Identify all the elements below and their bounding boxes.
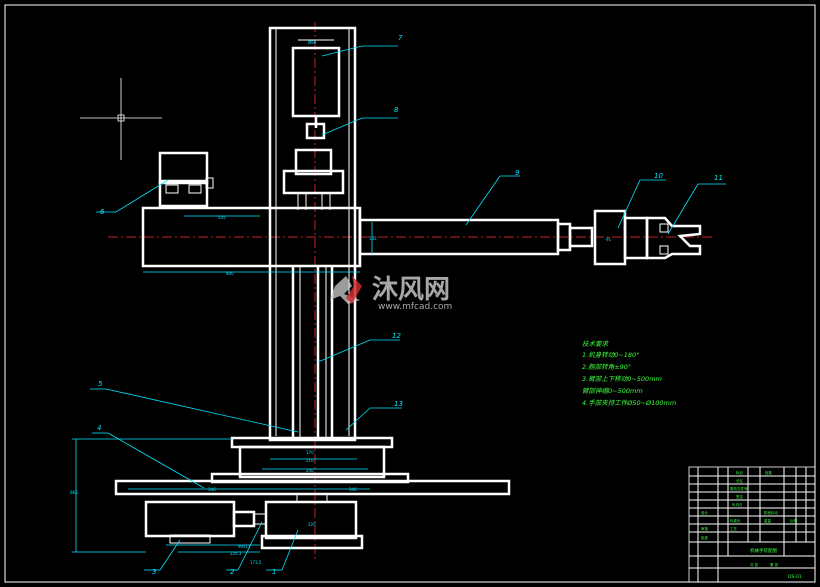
- gripper: [645, 216, 702, 260]
- cad-crosshair-cursor: [80, 78, 162, 160]
- svg-text:共 张: 共 张: [750, 562, 759, 567]
- drawing-frame: [4, 4, 816, 583]
- part-label-2: 2: [230, 568, 235, 576]
- part-label-10: 10: [654, 172, 663, 180]
- dim-arm-length: 545: [218, 215, 226, 220]
- part-label-1: 1: [272, 568, 276, 576]
- tech-note-3: 3.臂部上下移动0~500mm: [582, 375, 662, 383]
- part-label-11: 11: [714, 174, 723, 182]
- drawing-number: DS-01: [788, 574, 802, 580]
- title-block: 标记 处数 分区 更改文件号 签名 年月日 设计 标准化 审核 工艺 批准 阶段…: [688, 466, 816, 583]
- svg-text:更改文件号: 更改文件号: [730, 486, 748, 491]
- dimension-lines: [72, 215, 373, 553]
- dim-base-upper-3: 250: [306, 468, 314, 473]
- svg-text:年月日: 年月日: [732, 502, 743, 507]
- svg-text:分区: 分区: [736, 478, 744, 483]
- part-label-4: 4: [97, 424, 101, 432]
- dim-arm-height: 132: [369, 236, 377, 241]
- coupling: [282, 122, 345, 210]
- svg-text:批准: 批准: [701, 535, 709, 540]
- part-label-12: 12: [392, 332, 401, 340]
- tech-note-5: 4.手部夹持工件Ø50~Ø100mm: [582, 399, 676, 407]
- dim-arm-overall: 800: [226, 271, 234, 276]
- dim-gripper: 91: [606, 237, 612, 242]
- svg-text:处数: 处数: [765, 470, 773, 475]
- tech-note-2: 2.腕部转角±90°: [582, 363, 631, 371]
- part-label-9: 9: [515, 169, 520, 177]
- wrist: [593, 209, 649, 266]
- dim-motor-2: 226.3: [230, 551, 242, 556]
- part-label-3: 3: [152, 568, 156, 576]
- part-label-7: 7: [398, 34, 403, 42]
- svg-text:审核: 审核: [701, 526, 709, 531]
- tech-notes-title: 技术要求: [582, 340, 610, 348]
- dim-base-upper-2: 210: [306, 458, 314, 463]
- watermark-logo: 沐风网 www.mfcad.com: [330, 275, 452, 312]
- arm-motor: [158, 151, 214, 208]
- part-label-13: 13: [394, 400, 403, 408]
- svg-text:设计: 设计: [701, 510, 709, 515]
- tech-note-4: 臂部伸缩0~500mm: [582, 387, 643, 395]
- svg-text:第 张: 第 张: [770, 562, 779, 567]
- svg-text:标准化: 标准化: [730, 518, 741, 523]
- gearbox: [260, 493, 364, 550]
- dim-base-width-1: 346: [208, 487, 216, 492]
- dim-drive-width: 220: [308, 522, 316, 527]
- dim-motor-3: 173.5: [250, 560, 262, 565]
- part-label-6: 6: [100, 208, 105, 216]
- svg-text:工艺: 工艺: [730, 526, 738, 531]
- drive-motor: [144, 500, 267, 544]
- part-label-8: 8: [394, 106, 399, 114]
- svg-text:重量: 重量: [764, 518, 772, 523]
- column: [268, 26, 357, 442]
- part-label-5: 5: [98, 380, 103, 388]
- dim-motor-1: 90x11: [238, 544, 251, 549]
- watermark-url: www.mfcad.com: [378, 302, 452, 312]
- technical-requirements: 技术要求 1.机身转动0~180° 2.腕部转角±90° 3.臂部上下移动0~5…: [582, 340, 676, 407]
- dim-base-upper-1: 170: [306, 450, 314, 455]
- watermark-brand: 沐风网: [372, 275, 450, 305]
- telescopic-arm: [358, 218, 594, 256]
- leader-lines: [90, 45, 726, 571]
- dim-cylinder-top: Ø86: [308, 40, 317, 45]
- svg-text:比例: 比例: [790, 518, 798, 523]
- svg-text:阶段标记: 阶段标记: [764, 510, 778, 515]
- lift-cylinder: [291, 39, 341, 128]
- svg-text:签名: 签名: [736, 494, 743, 499]
- dim-height-total: 665: [70, 490, 78, 495]
- dim-base-width-2: 346: [349, 487, 357, 492]
- guide-rods: [291, 266, 334, 438]
- svg-text:标记: 标记: [736, 470, 744, 475]
- drawing-name: 机械手装配图: [750, 547, 777, 554]
- tech-note-1: 1.机身转动0~180°: [582, 351, 639, 359]
